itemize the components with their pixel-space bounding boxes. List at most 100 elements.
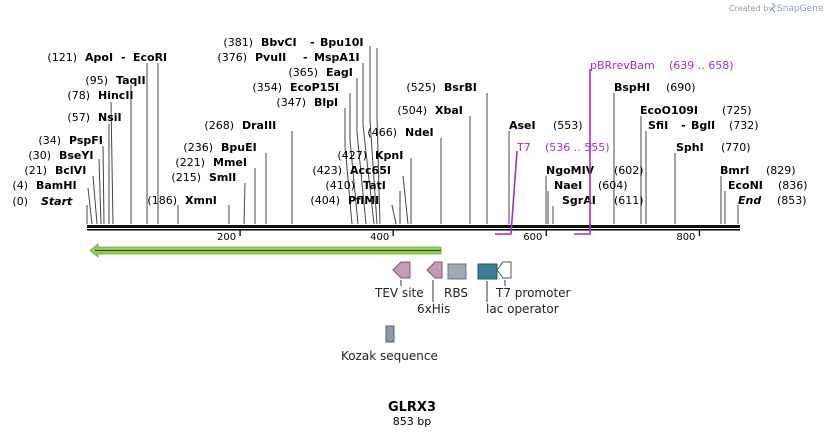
orf-arrow[interactable] xyxy=(89,243,442,258)
site-pos: (365) xyxy=(288,66,318,79)
site-pos: (0) xyxy=(12,195,28,208)
site-pos: (611) xyxy=(614,194,644,207)
site-dash: - xyxy=(681,119,686,132)
site-name: XbaI xyxy=(435,104,463,117)
site-name: BsrBI xyxy=(444,81,477,94)
site-name: BlpI xyxy=(314,96,338,109)
rbs-label: RBS xyxy=(444,286,468,300)
lac-label: lac operator xyxy=(486,302,559,316)
site-labels-right: AseI (553) NgoMIV (602) NaeI (604) SgrAI… xyxy=(509,81,808,207)
site-name: NsiI xyxy=(98,111,122,124)
site-pos: (690) xyxy=(666,81,696,94)
site-pos: (268) xyxy=(204,119,234,132)
site-name: NdeI xyxy=(405,126,434,139)
site-pos: (34) xyxy=(38,134,61,147)
snapgene-logo-icon xyxy=(771,2,776,13)
site-name2: EcoRI xyxy=(133,51,167,64)
site-name: HincII xyxy=(98,89,134,102)
site-name: AseI xyxy=(509,119,536,132)
site-pos: (829) xyxy=(766,164,796,177)
site-name: MmeI xyxy=(213,156,247,169)
primer-range: (536 .. 555) xyxy=(545,141,610,154)
site-name: EcoNI xyxy=(728,179,763,192)
feature-lac-operator[interactable]: lac operator xyxy=(477,263,559,316)
site-pos: (504) xyxy=(397,104,427,117)
site-name: ApoI xyxy=(85,51,113,64)
site-name: SphI xyxy=(676,141,704,154)
sequence-title: GLRX3 xyxy=(388,400,436,415)
site-name: Start xyxy=(41,195,73,208)
site-name: PflMI xyxy=(348,194,379,207)
credit-prefix: Created by xyxy=(729,4,773,13)
site-pos: (404) xyxy=(310,194,340,207)
site-pos: (410) xyxy=(325,179,355,192)
site-name: PvuII xyxy=(255,51,286,64)
site-pos: (732) xyxy=(729,119,759,132)
site-pos: (30) xyxy=(28,149,51,162)
site-name: SfiI xyxy=(648,119,668,132)
site-name2: MspA1I xyxy=(314,51,360,64)
his-arrow-icon xyxy=(426,261,443,279)
site-pos: (427) xyxy=(337,149,367,162)
site-pos: (376) xyxy=(217,51,247,64)
feature-6xhis[interactable]: 6xHis xyxy=(417,261,450,316)
primer-arrow xyxy=(574,69,591,235)
site-name: BclVI xyxy=(55,164,86,177)
site-pos: (553) xyxy=(553,119,583,132)
feature-tev-site[interactable]: TEV site xyxy=(374,261,424,300)
primer-t7[interactable]: T7 (536 .. 555) xyxy=(495,141,610,235)
site-name: EcoO109I xyxy=(640,104,698,117)
site-pos: (354) xyxy=(252,81,282,94)
site-name: SmlI xyxy=(209,171,236,184)
site-name: BamHI xyxy=(36,179,77,192)
site-name2: BglI xyxy=(691,119,715,132)
site-name: SgrAI xyxy=(562,194,596,207)
site-pos: (121) xyxy=(47,51,77,64)
site-dash: - xyxy=(303,51,308,64)
site-pos: (215) xyxy=(171,171,201,184)
site-name: EagI xyxy=(326,66,353,79)
site-pos: (466) xyxy=(367,126,397,139)
kozak-box xyxy=(385,325,395,343)
site-labels: (0) Start (4) BamHI (21) BclVI (30) BseY… xyxy=(12,36,476,208)
primer-pbrrevbam[interactable]: pBRrevBam (639 .. 658) xyxy=(574,59,734,235)
feature-kozak[interactable]: Kozak sequence xyxy=(341,325,438,363)
site-pos: (725) xyxy=(722,104,752,117)
scale-tick-label: 600 xyxy=(523,232,542,243)
site-pos: (525) xyxy=(406,81,436,94)
site-pos: (602) xyxy=(614,164,644,177)
site-name: NaeI xyxy=(554,179,582,192)
site-name: BmrI xyxy=(720,164,749,177)
site-dash: - xyxy=(121,51,126,64)
scale-tick-label: 200 xyxy=(217,232,236,243)
site-pos: (853) xyxy=(777,194,807,207)
primer-name: T7 xyxy=(516,141,531,154)
feature-t7-promoter[interactable]: T7 promoter xyxy=(495,261,571,300)
scale-tick-label: 800 xyxy=(676,232,695,243)
credit-brand: SnapGene xyxy=(777,4,824,14)
site-name: DraIII xyxy=(242,119,276,132)
site-leader-lines xyxy=(86,46,739,225)
lac-box xyxy=(477,263,498,280)
t7-promoter-arrow-icon xyxy=(496,261,512,279)
site-pos: (221) xyxy=(175,156,205,169)
t7-promoter-label: T7 promoter xyxy=(495,286,571,300)
tev-arrow-icon xyxy=(392,261,411,279)
site-dash: - xyxy=(310,36,315,49)
site-pos: (4) xyxy=(12,179,28,192)
site-name: XmnI xyxy=(185,194,217,207)
primer-range: (639 .. 658) xyxy=(669,59,734,72)
site-name: Acc65I xyxy=(350,164,391,177)
rbs-box xyxy=(447,263,467,280)
sequence-backbone-bottom xyxy=(87,229,740,231)
site-pos: (423) xyxy=(312,164,342,177)
site-pos: (836) xyxy=(778,179,808,192)
scale-ticks: 200 400 600 800 xyxy=(217,229,701,243)
site-pos: (95) xyxy=(85,74,108,87)
site-pos: (21) xyxy=(24,164,47,177)
feature-rbs[interactable]: RBS xyxy=(444,263,468,300)
scale-tick-label: 400 xyxy=(370,232,389,243)
site-pos: (381) xyxy=(223,36,253,49)
primer-arrow xyxy=(495,150,518,235)
